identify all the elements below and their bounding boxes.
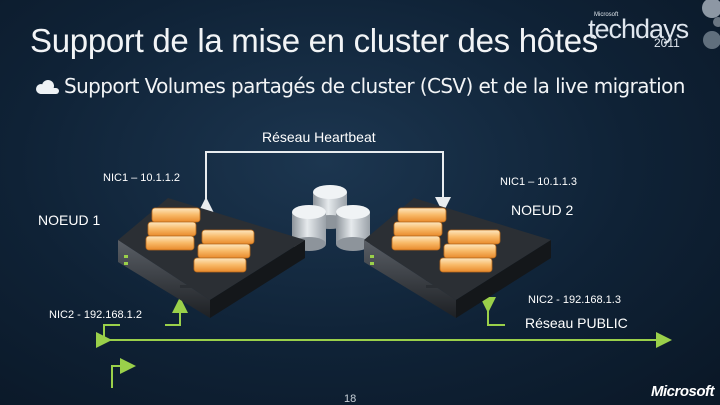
page-number: 18: [344, 393, 356, 405]
node2-public-link: [488, 305, 505, 325]
uplink: [112, 366, 128, 388]
node1-nic1-label: NIC1 – 10.1.1.2: [103, 172, 180, 184]
node2-name: NOEUD 2: [511, 202, 573, 218]
node1-nic2-label: NIC2 - 192.168.1.2: [49, 309, 142, 321]
node1-name: NOEUD 1: [38, 212, 100, 228]
node2-nic2-label: NIC2 - 192.168.1.3: [528, 294, 621, 306]
public-network-label: Réseau PUBLIC: [525, 315, 628, 331]
node1-nic-link: [104, 325, 120, 340]
server-icon: [118, 198, 305, 318]
heartbeat-label: Réseau Heartbeat: [262, 129, 376, 145]
microsoft-logo-icon: Microsoft: [651, 383, 714, 400]
node2-nic1-label: NIC1 – 10.1.1.3: [500, 176, 577, 188]
node1-public-link: [165, 305, 180, 325]
